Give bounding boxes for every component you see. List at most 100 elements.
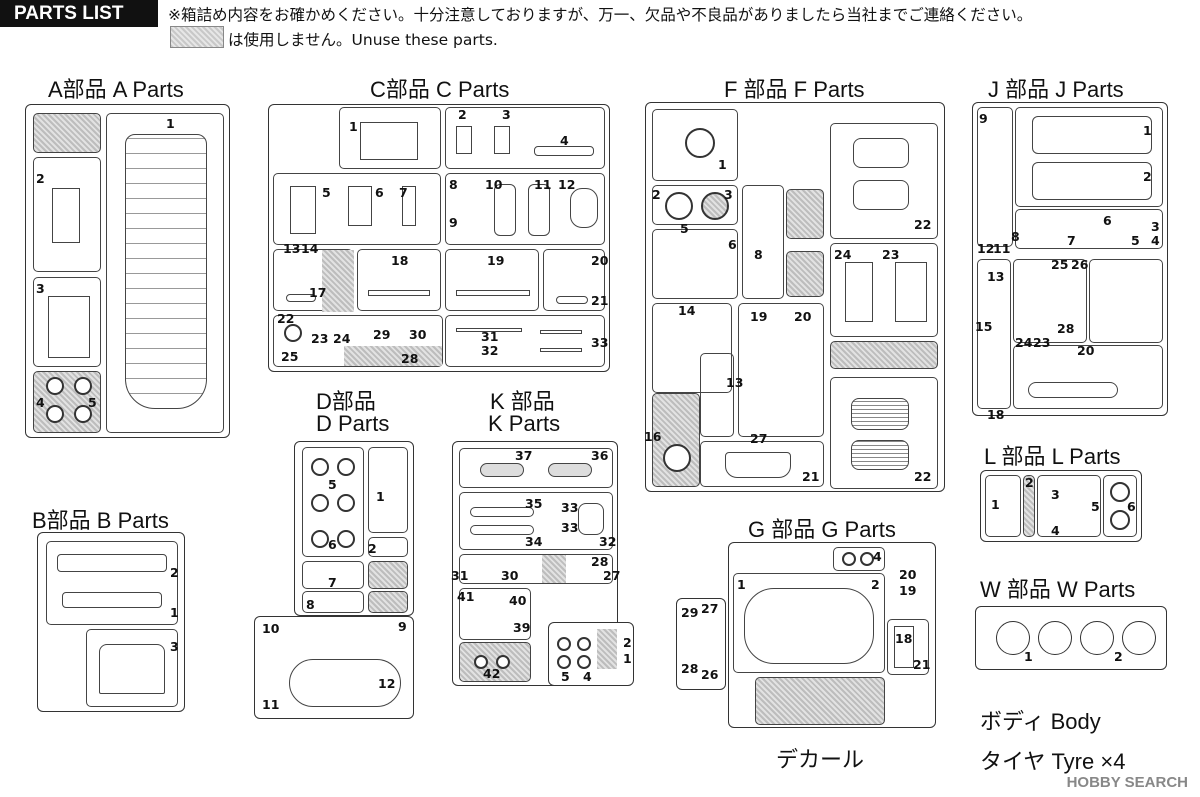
- part-number: 28: [681, 661, 699, 676]
- part-number: 3: [36, 281, 45, 296]
- part-number: 34: [525, 534, 543, 549]
- l-parts-sprue: 1 2 3 4 5 6: [980, 470, 1142, 542]
- j-part-cell: [977, 107, 1013, 247]
- l-part-cell: [1023, 475, 1035, 537]
- c-part-cell: [273, 173, 441, 245]
- c-part-cell: [273, 249, 354, 312]
- j-part-cell: [1015, 209, 1163, 249]
- part-number: 14: [678, 303, 696, 318]
- part-number: 1: [349, 119, 358, 134]
- part-number: 9: [449, 215, 458, 230]
- b-parts-sprue: 2 1 3: [37, 532, 185, 712]
- part-number: 4: [1051, 523, 1060, 538]
- j-part-cell: [1013, 345, 1163, 409]
- part-number: 22: [914, 469, 932, 484]
- part-number: 2: [1143, 169, 1152, 184]
- part-number: 5: [1091, 499, 1100, 514]
- part-number: 2: [36, 171, 45, 186]
- k-part-cell: [459, 642, 531, 682]
- c-part-cell: [339, 107, 441, 169]
- part-number: 17: [309, 285, 327, 300]
- part-number: 3: [1151, 219, 1160, 234]
- f-part-cell: [700, 441, 824, 487]
- b-part-cell: [86, 629, 178, 707]
- part-number: 18: [987, 407, 1005, 422]
- part-number: 6: [328, 537, 337, 552]
- part-number: 3: [724, 187, 733, 202]
- g-parts-title: G 部品 G Parts: [748, 517, 896, 542]
- parts-list-title: PARTS LIST: [0, 0, 158, 27]
- g-parts-small-sprue: 29 27 28 26: [676, 598, 726, 690]
- f-part-cell: [652, 303, 732, 393]
- c-part-cell: [273, 315, 443, 367]
- part-number: 11: [993, 241, 1011, 256]
- f-part-cell: [830, 123, 938, 239]
- part-number: 12: [558, 177, 576, 192]
- part-number: 20: [591, 253, 609, 268]
- part-number: 1: [170, 605, 179, 620]
- part-number: 4: [560, 133, 569, 148]
- c-part-cell: [543, 249, 605, 311]
- part-number: 19: [750, 309, 768, 324]
- part-number: 5: [561, 669, 570, 684]
- part-number: 9: [398, 619, 407, 634]
- k-parts-title-jp: K 部品: [490, 389, 555, 414]
- c-part-cell: [445, 315, 605, 367]
- part-number: 30: [409, 327, 427, 342]
- part-number: 1: [623, 651, 632, 666]
- a-part-cell: [106, 113, 224, 433]
- decal-label: デカール: [776, 747, 865, 772]
- part-number: 35: [525, 496, 543, 511]
- part-number: 21: [591, 293, 609, 308]
- a-parts-sprue: 1 2 3 4 5: [25, 104, 230, 438]
- part-number: 41: [457, 589, 475, 604]
- part-number: 1: [166, 116, 175, 131]
- part-number: 28: [591, 554, 609, 569]
- f-part-cell: [652, 109, 738, 181]
- d-part-cell: [368, 561, 408, 589]
- part-number: 36: [591, 448, 609, 463]
- d-part-cell: [368, 537, 408, 557]
- part-number: 4: [583, 669, 592, 684]
- part-number: 23: [882, 247, 900, 262]
- part-number: 31: [451, 568, 469, 583]
- k-parts-sprue: 37 36 35 33 33 34 32 28 27 31 30 41 40 3…: [451, 441, 621, 686]
- part-number: 27: [750, 431, 768, 446]
- part-number: 4: [36, 395, 45, 410]
- g-parts-sprue: 4 1 2 20 19 18 21: [728, 542, 936, 728]
- part-number: 42: [483, 666, 501, 681]
- part-number: 32: [599, 534, 617, 549]
- part-number: 10: [262, 621, 280, 636]
- part-number: 30: [501, 568, 519, 583]
- part-number: 28: [1057, 321, 1075, 336]
- j-part-cell: [1013, 259, 1087, 343]
- part-number: 7: [399, 185, 408, 200]
- l-part-cell: [1037, 475, 1101, 537]
- d-parts-sprue: 1 2 5 6 7 8 9 10 11 12: [254, 441, 414, 719]
- part-number: 16: [644, 429, 662, 444]
- part-number: 29: [681, 605, 699, 620]
- part-number: 6: [1103, 213, 1112, 228]
- part-number: 4: [873, 549, 882, 564]
- part-number: 2: [871, 577, 880, 592]
- part-number: 27: [603, 568, 621, 583]
- part-number: 2: [1025, 475, 1034, 490]
- part-number: 8: [449, 177, 458, 192]
- part-number: 11: [534, 177, 552, 192]
- d-part-cell: [302, 591, 364, 613]
- part-number: 5: [88, 395, 97, 410]
- part-number: 1: [1143, 123, 1152, 138]
- f-part-cell: [830, 243, 938, 337]
- part-number: 7: [1067, 233, 1076, 248]
- part-number: 13: [726, 375, 744, 390]
- l-parts-title: L 部品 L Parts: [984, 444, 1121, 469]
- g-part-cell: [733, 573, 885, 673]
- part-number: 33: [591, 335, 609, 350]
- part-number: 20: [1077, 343, 1095, 358]
- k-part-cell: [459, 492, 613, 550]
- part-number: 12: [977, 241, 995, 256]
- a-part-cell: [33, 277, 101, 367]
- j-parts-sprue: 9 1 2 3 4 5 6 7 8 12 11 13 15 18 20 23 2…: [972, 102, 1168, 421]
- k-part-cell: [459, 554, 613, 584]
- part-number: 1: [991, 497, 1000, 512]
